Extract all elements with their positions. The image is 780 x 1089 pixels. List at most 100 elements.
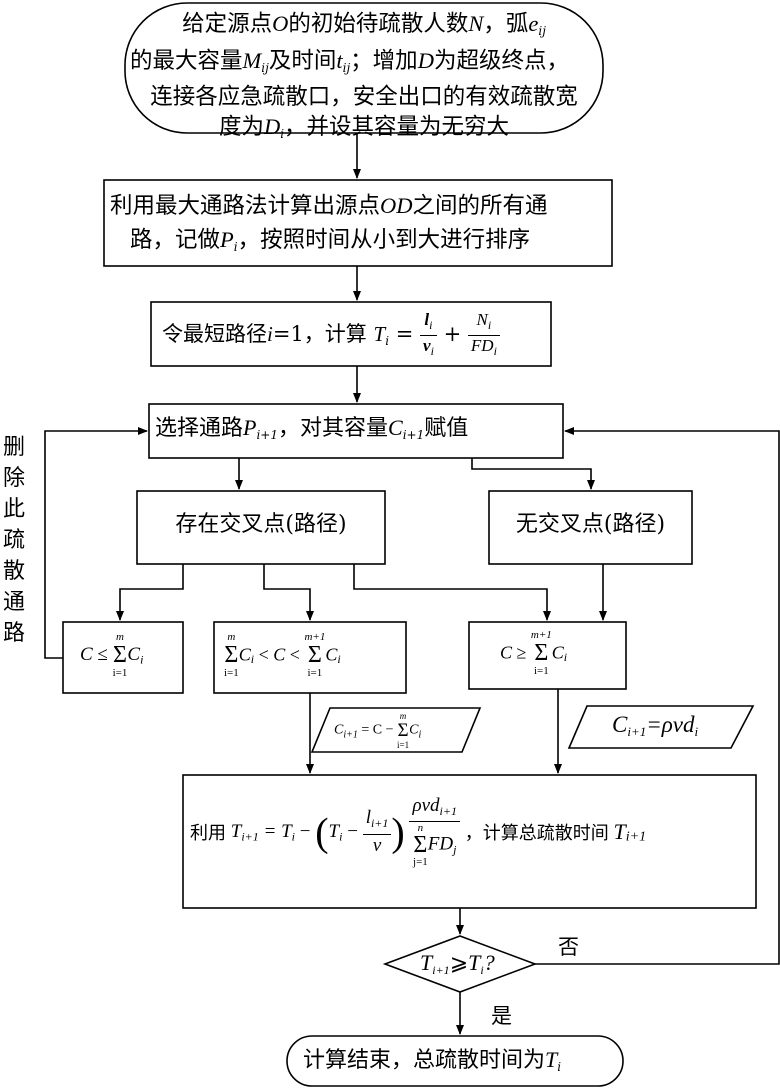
label-char: 路 xyxy=(2,621,25,646)
sub: i xyxy=(480,963,484,977)
step3-box xyxy=(148,403,564,459)
sum-sign: Σ xyxy=(307,642,322,668)
sum-upper: m xyxy=(116,631,124,643)
var-i: i xyxy=(267,322,273,346)
start-line3: 连接各应急疏散口，安全出口的有效疏散宽 xyxy=(150,84,578,110)
start-line2: 的最大容量Mij及时间tij；增加D为超级终点， xyxy=(130,46,598,83)
operator: = T xyxy=(263,821,292,842)
var-l: l xyxy=(424,310,430,329)
label-char: 此 xyxy=(2,497,25,522)
operator: =ρvd xyxy=(646,712,695,737)
sub: ij xyxy=(342,61,351,75)
sub: i+1 xyxy=(439,804,457,818)
var-v: v xyxy=(372,835,382,856)
sum-sign: Σ xyxy=(413,832,428,858)
text-seg: 赋值 xyxy=(424,416,469,441)
var-C: C xyxy=(334,722,344,738)
text-seg: 令最短路径 xyxy=(162,322,267,346)
var-OD: OD xyxy=(380,193,413,218)
sub: ij xyxy=(261,61,269,75)
step1-line2: 路，记做Pi，按照时间从小到大进行排序 xyxy=(110,223,608,264)
sum-lower: i=1 xyxy=(307,667,323,679)
var-C: C xyxy=(388,415,403,440)
sub: j xyxy=(453,842,457,857)
end-text: 计算结束，总疏散时间为Ti xyxy=(303,1046,561,1076)
sub: i+1 xyxy=(370,816,389,830)
numerator: li+1 xyxy=(362,807,392,835)
var-C: C xyxy=(551,642,564,663)
text-seg: 及时间 xyxy=(268,48,337,74)
sub: i+1 xyxy=(432,963,450,977)
start-terminator xyxy=(124,2,604,134)
assign2-parallelogram xyxy=(567,705,755,749)
var-M: M xyxy=(242,48,262,73)
numerator: ρvdi+1 xyxy=(409,796,460,822)
operator: ≥ xyxy=(516,642,527,663)
text-seg: 的初始待疏散人数 xyxy=(288,11,469,37)
paren-open: ( xyxy=(315,809,329,855)
operator: ≤ xyxy=(97,644,108,665)
operator: < xyxy=(289,644,300,665)
sum-sign: Σ xyxy=(397,720,409,741)
branch-yes-label: 存在交叉点(路径) xyxy=(175,512,347,537)
branch-no-box xyxy=(488,490,693,565)
var-t: t xyxy=(336,48,343,73)
var-C: C xyxy=(612,712,628,737)
var-P: P xyxy=(243,415,257,440)
sub: i+1 xyxy=(402,428,425,442)
sum-sign: Σ xyxy=(534,640,549,666)
sum-lower: i=1 xyxy=(112,667,128,679)
operator: + xyxy=(443,322,462,346)
text-seg: ，并设其容量为无穷大 xyxy=(284,114,510,140)
var-FD: FD xyxy=(470,336,494,355)
sub: i xyxy=(233,240,238,254)
var-C: C xyxy=(409,722,419,738)
case3-box xyxy=(468,621,627,690)
var-C: C xyxy=(127,644,141,665)
sum-upper: m+1 xyxy=(530,629,552,641)
operator: − xyxy=(299,821,311,842)
text-seg: 为超级终点， xyxy=(433,48,569,74)
text-seg: 计算结束，总疏散时间为 xyxy=(303,1048,546,1073)
var-T: T xyxy=(468,950,481,975)
text-seg: 的最大容量 xyxy=(130,48,243,74)
sub: i xyxy=(140,652,144,667)
label-yes: 是 xyxy=(491,1004,512,1028)
text-seg: 度为 xyxy=(218,114,264,140)
label-char: 通 xyxy=(2,590,25,615)
sub: i xyxy=(339,829,343,844)
sub: i xyxy=(493,344,497,358)
var-C: C xyxy=(80,644,93,665)
var-v: v xyxy=(423,336,431,355)
var-T: T xyxy=(545,1047,558,1072)
var-D: D xyxy=(263,114,281,139)
text-seg: 路，记做 xyxy=(130,227,221,253)
var-l: l xyxy=(365,807,371,828)
sub: i xyxy=(429,318,433,332)
operator: ⩾ xyxy=(449,950,469,975)
sum-sign: Σ xyxy=(113,642,127,668)
text-seg: =1，计算 xyxy=(272,322,367,346)
text-seg: ，按照时间从小到大进行排序 xyxy=(237,227,531,253)
sum-upper: n xyxy=(417,822,424,834)
sub: ij xyxy=(538,24,546,38)
text-seg: ，对其容量 xyxy=(278,416,389,441)
label-char: 除 xyxy=(2,466,25,491)
sub: i xyxy=(250,652,255,667)
sub: i xyxy=(563,650,568,665)
var-T: T xyxy=(613,819,626,844)
var-rho-v-d: ρvd xyxy=(412,795,440,816)
sub: i xyxy=(694,724,699,739)
sub: i+1 xyxy=(627,724,647,739)
operator: = C − xyxy=(361,722,394,738)
end-terminator xyxy=(286,1035,624,1087)
branch-no-label: 无交叉点(路径) xyxy=(515,512,666,537)
var-T: T xyxy=(373,322,386,346)
text-seg: 利用 xyxy=(190,823,226,844)
var-T: T xyxy=(420,950,433,975)
